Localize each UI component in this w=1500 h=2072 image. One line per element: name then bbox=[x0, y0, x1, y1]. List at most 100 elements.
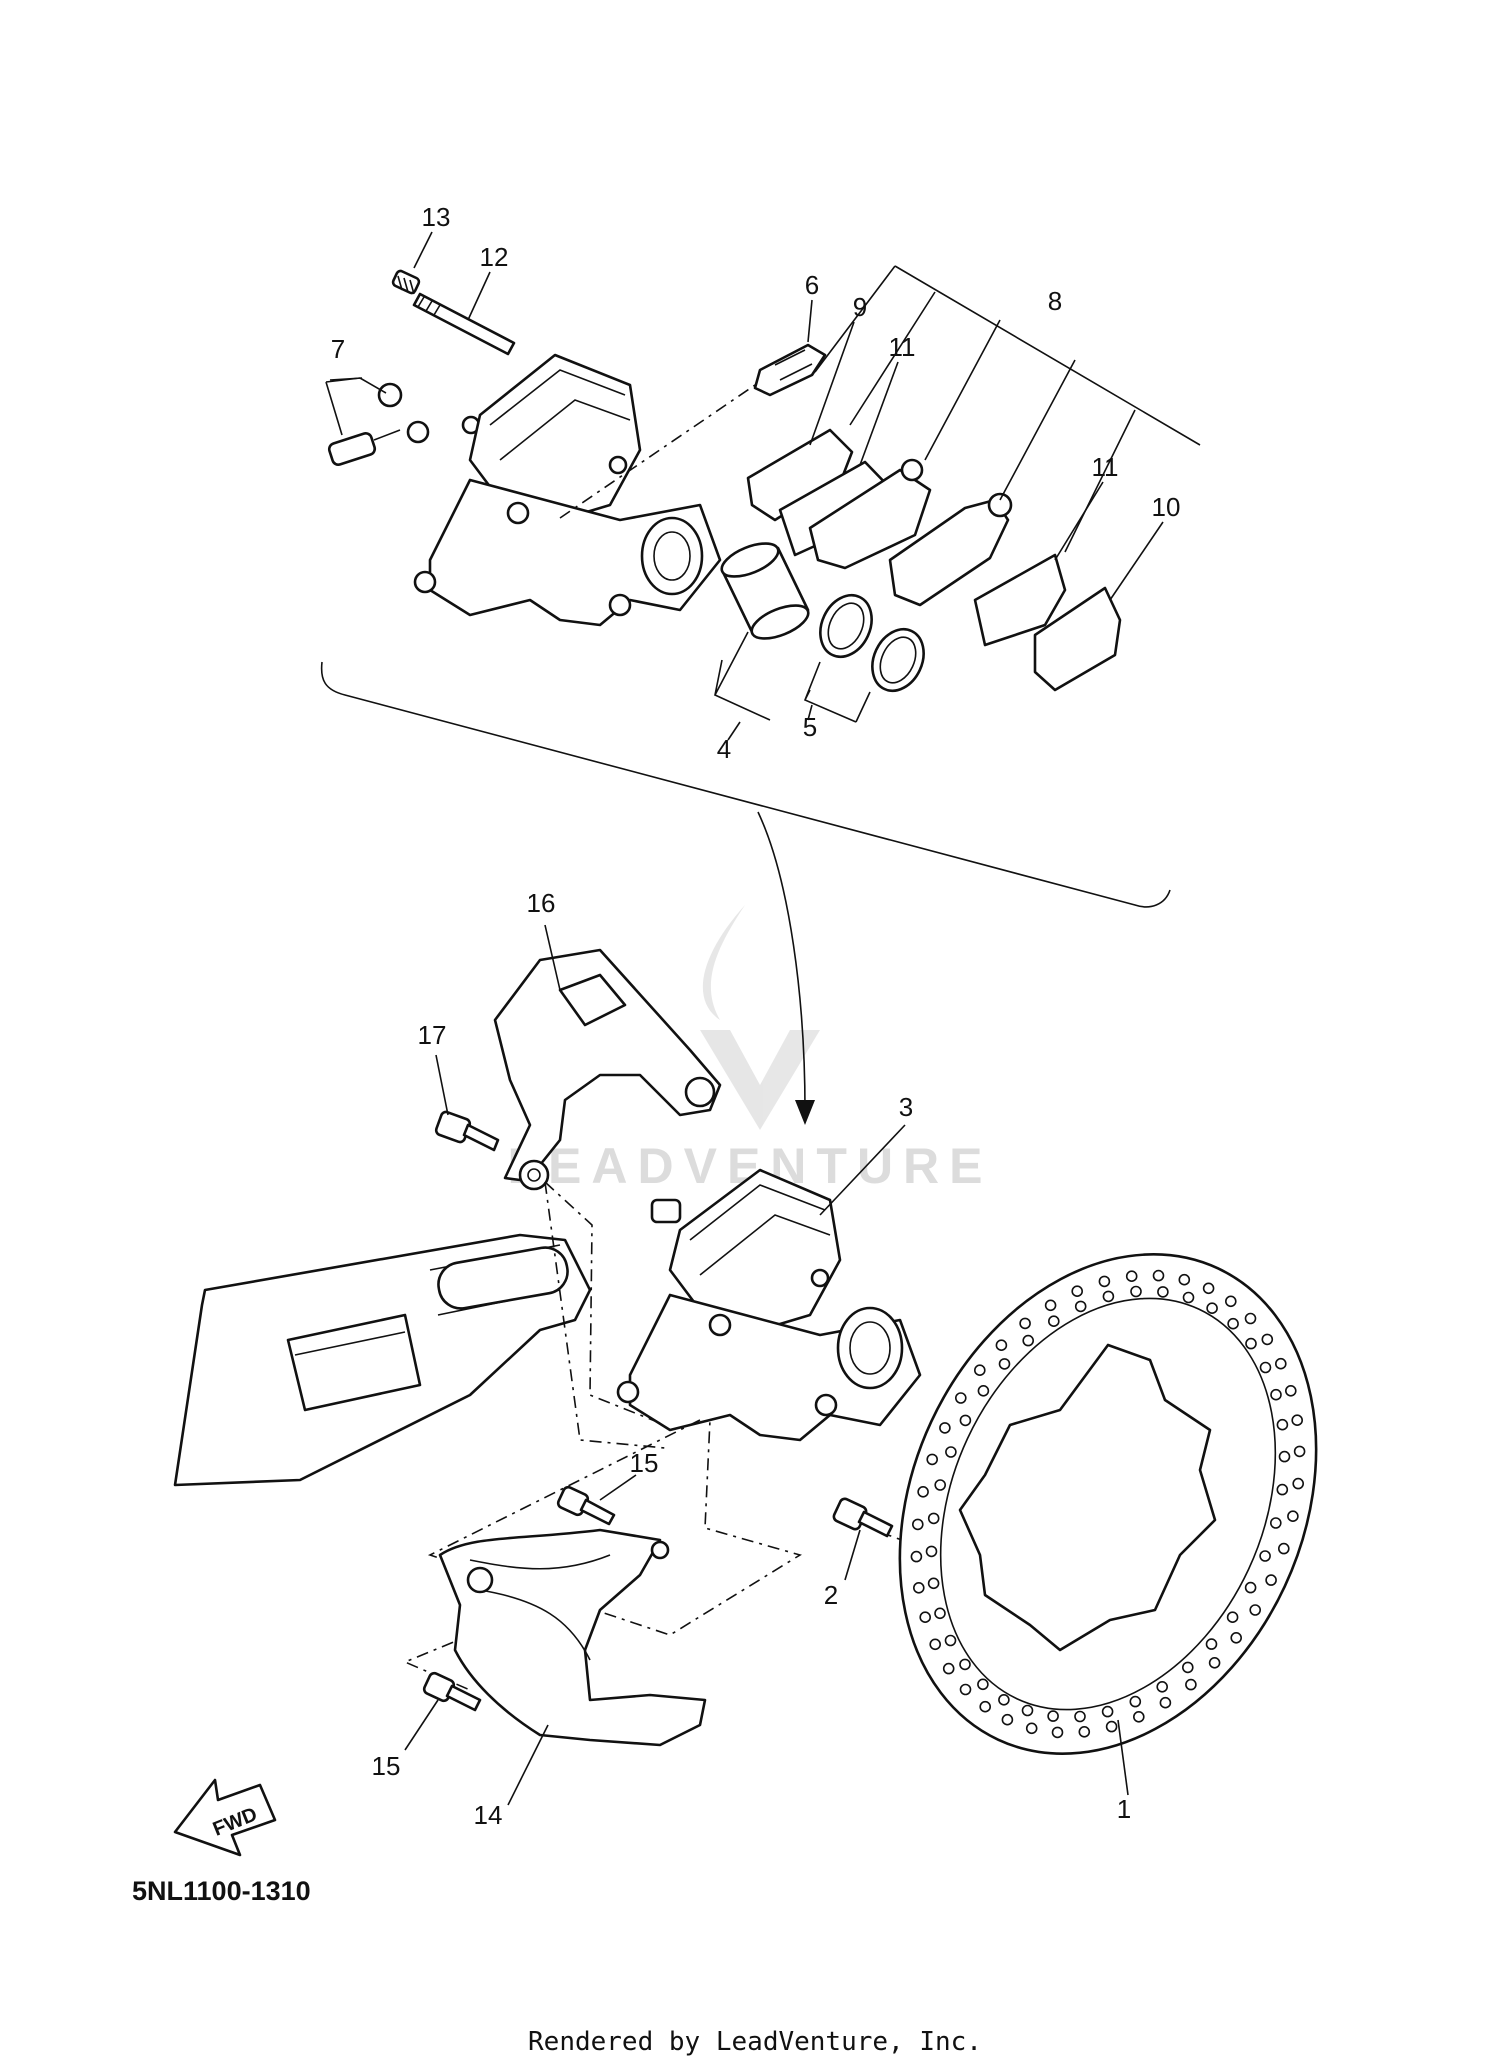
disc-hole bbox=[1048, 1315, 1060, 1327]
group-bracket-5 bbox=[803, 661, 871, 723]
disc-hole bbox=[995, 1339, 1008, 1351]
disc-hole bbox=[1208, 1657, 1221, 1669]
callout-8: 8 bbox=[1048, 286, 1062, 316]
disc-hole bbox=[1078, 1726, 1091, 1738]
leader-3 bbox=[819, 1124, 906, 1216]
disc-hole bbox=[1182, 1291, 1195, 1304]
disc-hole bbox=[1185, 1678, 1197, 1691]
disc-hole bbox=[934, 1607, 946, 1620]
disc-hole bbox=[1051, 1726, 1064, 1739]
leader-11a bbox=[859, 361, 899, 466]
callout-13: 13 bbox=[422, 202, 451, 232]
callout-14: 14 bbox=[474, 1800, 503, 1830]
leader-5 bbox=[807, 704, 813, 721]
brake-disc bbox=[898, 1253, 1318, 1755]
disc-hole bbox=[1044, 1299, 1057, 1312]
disc-hole bbox=[1244, 1581, 1257, 1594]
leader-13 bbox=[413, 231, 433, 269]
disc-hole bbox=[911, 1518, 924, 1531]
callout-5: 5 bbox=[803, 712, 817, 742]
assembly-bracket bbox=[320, 661, 1171, 908]
part-code: 5NL1100-1310 bbox=[132, 1876, 311, 1906]
group-bracket-4 bbox=[713, 631, 771, 721]
disc-hole bbox=[910, 1550, 923, 1563]
disc-hole bbox=[1152, 1269, 1165, 1282]
disc-hole bbox=[1133, 1711, 1145, 1723]
disc-hole bbox=[977, 1385, 990, 1397]
disc-hole bbox=[977, 1678, 989, 1691]
leader-11b bbox=[1054, 481, 1104, 561]
disc-hole bbox=[959, 1658, 971, 1671]
disc-hole bbox=[1259, 1361, 1272, 1374]
callout-11-upper: 11 bbox=[889, 332, 916, 362]
disc-hole bbox=[1225, 1295, 1237, 1308]
disc-hole bbox=[912, 1582, 925, 1594]
disc-hole bbox=[1270, 1517, 1282, 1529]
disc-hole bbox=[1226, 1611, 1239, 1623]
disc-hole bbox=[973, 1364, 986, 1376]
guard-bolt-upper bbox=[556, 1485, 616, 1526]
callout-7: 7 bbox=[331, 334, 345, 364]
callout-11-lower: 11 bbox=[1092, 452, 1119, 482]
disc-hole bbox=[1276, 1483, 1289, 1496]
caliper-assembly bbox=[616, 1168, 922, 1442]
leader-15b bbox=[404, 1699, 439, 1751]
callout-12: 12 bbox=[480, 242, 509, 272]
disc-hole bbox=[1001, 1713, 1014, 1726]
brake-pad-inner bbox=[778, 458, 932, 570]
disc-hole bbox=[1292, 1477, 1304, 1490]
disc-hole bbox=[926, 1453, 939, 1466]
disc-hole bbox=[1074, 1300, 1087, 1313]
bleed-screw-cap bbox=[391, 269, 421, 295]
pad-spring bbox=[753, 343, 827, 397]
disc-hole bbox=[1205, 1638, 1218, 1650]
disc-hole bbox=[934, 1479, 947, 1491]
leader-14 bbox=[507, 1724, 549, 1806]
leader-1 bbox=[1117, 1719, 1129, 1796]
callout-17: 17 bbox=[418, 1020, 447, 1050]
leader-6 bbox=[807, 299, 813, 343]
guard-bolt-lower bbox=[422, 1671, 482, 1712]
disc-bolt bbox=[832, 1497, 894, 1538]
disc-guard bbox=[438, 1528, 707, 1747]
pad-shim-outer bbox=[1033, 586, 1122, 692]
disc-hole bbox=[1227, 1317, 1239, 1330]
disc-hole bbox=[1156, 1681, 1168, 1693]
disc-hole bbox=[1021, 1704, 1034, 1717]
leader-16 bbox=[544, 924, 561, 991]
callout-9: 9 bbox=[853, 292, 867, 322]
disc-hole bbox=[1130, 1285, 1142, 1298]
disc-hole bbox=[1071, 1285, 1083, 1297]
disc-hole bbox=[1025, 1722, 1038, 1735]
callout-15-lower: 15 bbox=[372, 1751, 401, 1781]
leader-4 bbox=[727, 721, 741, 741]
disc-hole bbox=[1159, 1696, 1172, 1709]
disc-hole bbox=[998, 1358, 1011, 1370]
leader-12 bbox=[467, 271, 491, 321]
assembly-arrowhead bbox=[795, 1100, 815, 1125]
disc-hole bbox=[1074, 1710, 1086, 1723]
disc-hole bbox=[959, 1414, 972, 1427]
disc-hole bbox=[1249, 1604, 1261, 1616]
disc-hole bbox=[919, 1611, 932, 1623]
disc-hole bbox=[998, 1694, 1010, 1706]
dash-guard-caliper bbox=[427, 1419, 802, 1636]
disc-hole bbox=[1291, 1414, 1303, 1426]
disc-hole bbox=[1157, 1286, 1169, 1298]
disc-hole bbox=[1276, 1418, 1289, 1431]
disc-hole bbox=[1202, 1282, 1215, 1295]
fwd-arrow-icon: FWD bbox=[173, 1778, 277, 1857]
disc-hole bbox=[925, 1545, 938, 1558]
callout-10: 10 bbox=[1152, 492, 1181, 522]
brake-pad-outer bbox=[888, 492, 1013, 607]
disc-hole bbox=[1182, 1661, 1194, 1674]
disc-hole bbox=[939, 1422, 951, 1434]
brake-pad-backing bbox=[973, 553, 1067, 647]
disc-hole bbox=[1261, 1333, 1274, 1346]
disc-hole bbox=[1105, 1720, 1118, 1733]
disc-hole bbox=[1287, 1510, 1299, 1522]
disc-holes bbox=[910, 1269, 1306, 1739]
callout-6: 6 bbox=[805, 270, 819, 300]
disc-hole bbox=[979, 1700, 992, 1713]
